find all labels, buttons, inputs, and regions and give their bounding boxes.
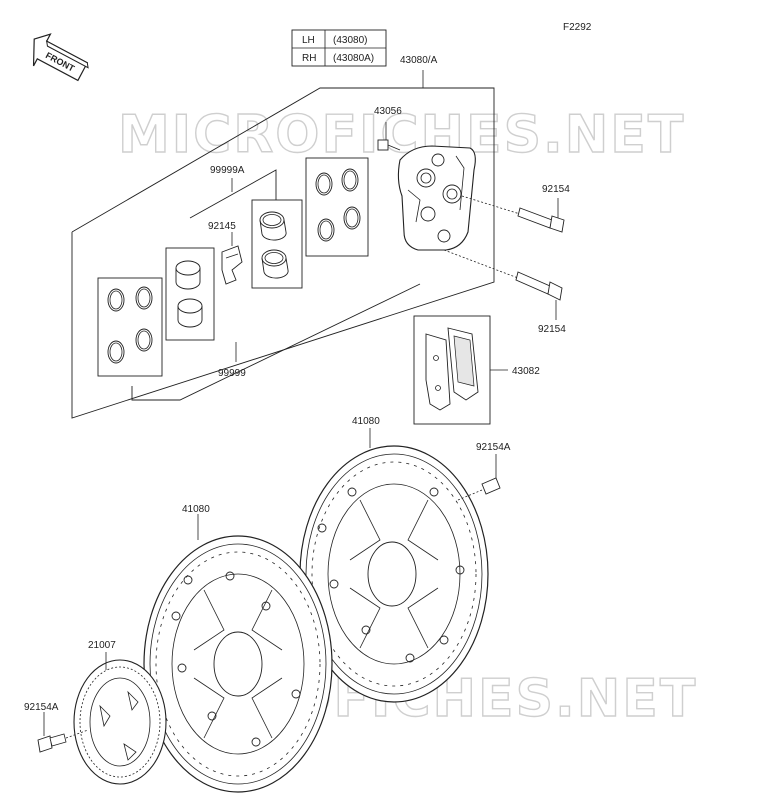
label-disc-rear: 41080 (352, 416, 380, 427)
side-rh: RH (302, 53, 316, 64)
brake-disc-front-icon (143, 514, 333, 793)
label-disc-bolt-right: 92154A (476, 442, 511, 453)
disc-bolt-left-icon (37, 712, 89, 753)
label-caliper-assembly: 43080/A (400, 55, 438, 66)
seal-ring-box-right (305, 157, 369, 257)
seal-ring-box-left (97, 277, 163, 377)
figure-code: F2292 (563, 22, 592, 33)
label-bolt-upper: 92154 (542, 184, 570, 195)
side-lh-part: (43080) (333, 35, 367, 46)
label-sensor-ring: 21007 (88, 640, 116, 651)
sleeve-box (251, 199, 303, 289)
label-disc-bolt-left: 92154A (24, 702, 59, 713)
label-disc-front: 41080 (182, 504, 210, 515)
label-seal-kit: 99999 (218, 368, 246, 379)
side-table: LH (43080) RH (43080A) (291, 29, 387, 67)
label-pad-spring: 92145 (208, 221, 236, 232)
label-pad-set: 43082 (512, 366, 540, 377)
piston-box (165, 247, 215, 341)
sensor-ring-icon (73, 652, 167, 785)
caliper-body-icon (397, 145, 476, 251)
side-lh: LH (302, 35, 315, 46)
label-seal-kit-a: 99999A (210, 165, 245, 176)
pad-spring-icon (221, 245, 243, 285)
label-bleeder: 43056 (374, 106, 402, 117)
caliper-frame (71, 70, 495, 419)
bleeder-icon (377, 122, 401, 151)
watermark-top: MICROFICHES.NET (118, 105, 685, 165)
label-bolt-lower: 92154 (538, 324, 566, 335)
caliper-bolt-lower-icon (443, 249, 563, 320)
disc-bolt-right-icon (457, 454, 501, 501)
front-arrow-icon: FRONT (32, 33, 89, 82)
pad-set-box (413, 315, 508, 425)
caliper-bolt-upper-icon (461, 195, 565, 233)
side-rh-part: (43080A) (333, 53, 374, 64)
